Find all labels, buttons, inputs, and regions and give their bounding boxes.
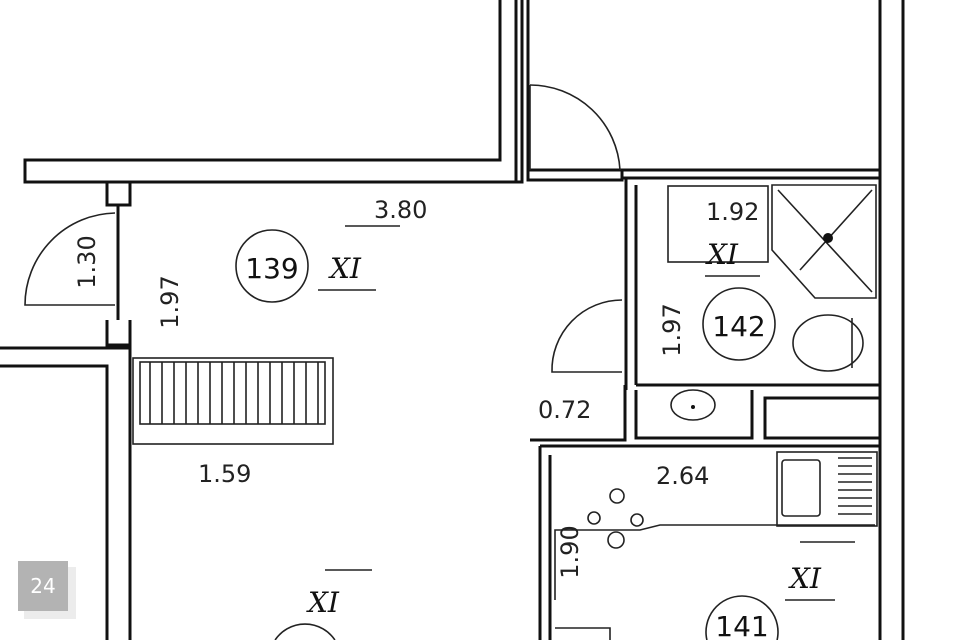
room-number-142: 142 <box>712 310 765 343</box>
dimension-label: 1.97 <box>156 275 184 328</box>
doors <box>24 84 623 373</box>
badge-side <box>68 567 76 619</box>
dimension-label: 1.30 <box>73 235 101 288</box>
room-class-141: XI <box>788 562 822 595</box>
room-139-circle <box>235 229 309 303</box>
room-142-circle <box>702 287 776 361</box>
dimension-label: 3.80 <box>374 196 427 224</box>
page-number: 24 <box>18 561 68 611</box>
dimension-label: 1.90 <box>556 525 584 578</box>
badge-bottom <box>24 611 76 619</box>
dimension-label: 1.97 <box>658 303 686 356</box>
room-number-139: 139 <box>245 252 298 285</box>
room-class-mark: XI <box>306 586 340 619</box>
kitchen-fixtures <box>554 451 878 640</box>
dimension-label: 2.64 <box>656 462 709 490</box>
room-number-141: 141 <box>715 610 768 640</box>
room-circle-partial <box>274 623 336 640</box>
room-class-142: XI <box>705 238 739 271</box>
room-class-139: XI <box>328 252 362 285</box>
dimension-label: 1.92 <box>706 198 759 226</box>
walls <box>0 0 905 640</box>
bathroom-fixtures <box>667 184 877 421</box>
dimension-label: 1.59 <box>198 460 251 488</box>
dimension-label: 0.72 <box>538 396 591 424</box>
stairs <box>132 357 334 445</box>
page-badge: 24 <box>18 561 76 619</box>
room-141-circle <box>705 595 779 640</box>
